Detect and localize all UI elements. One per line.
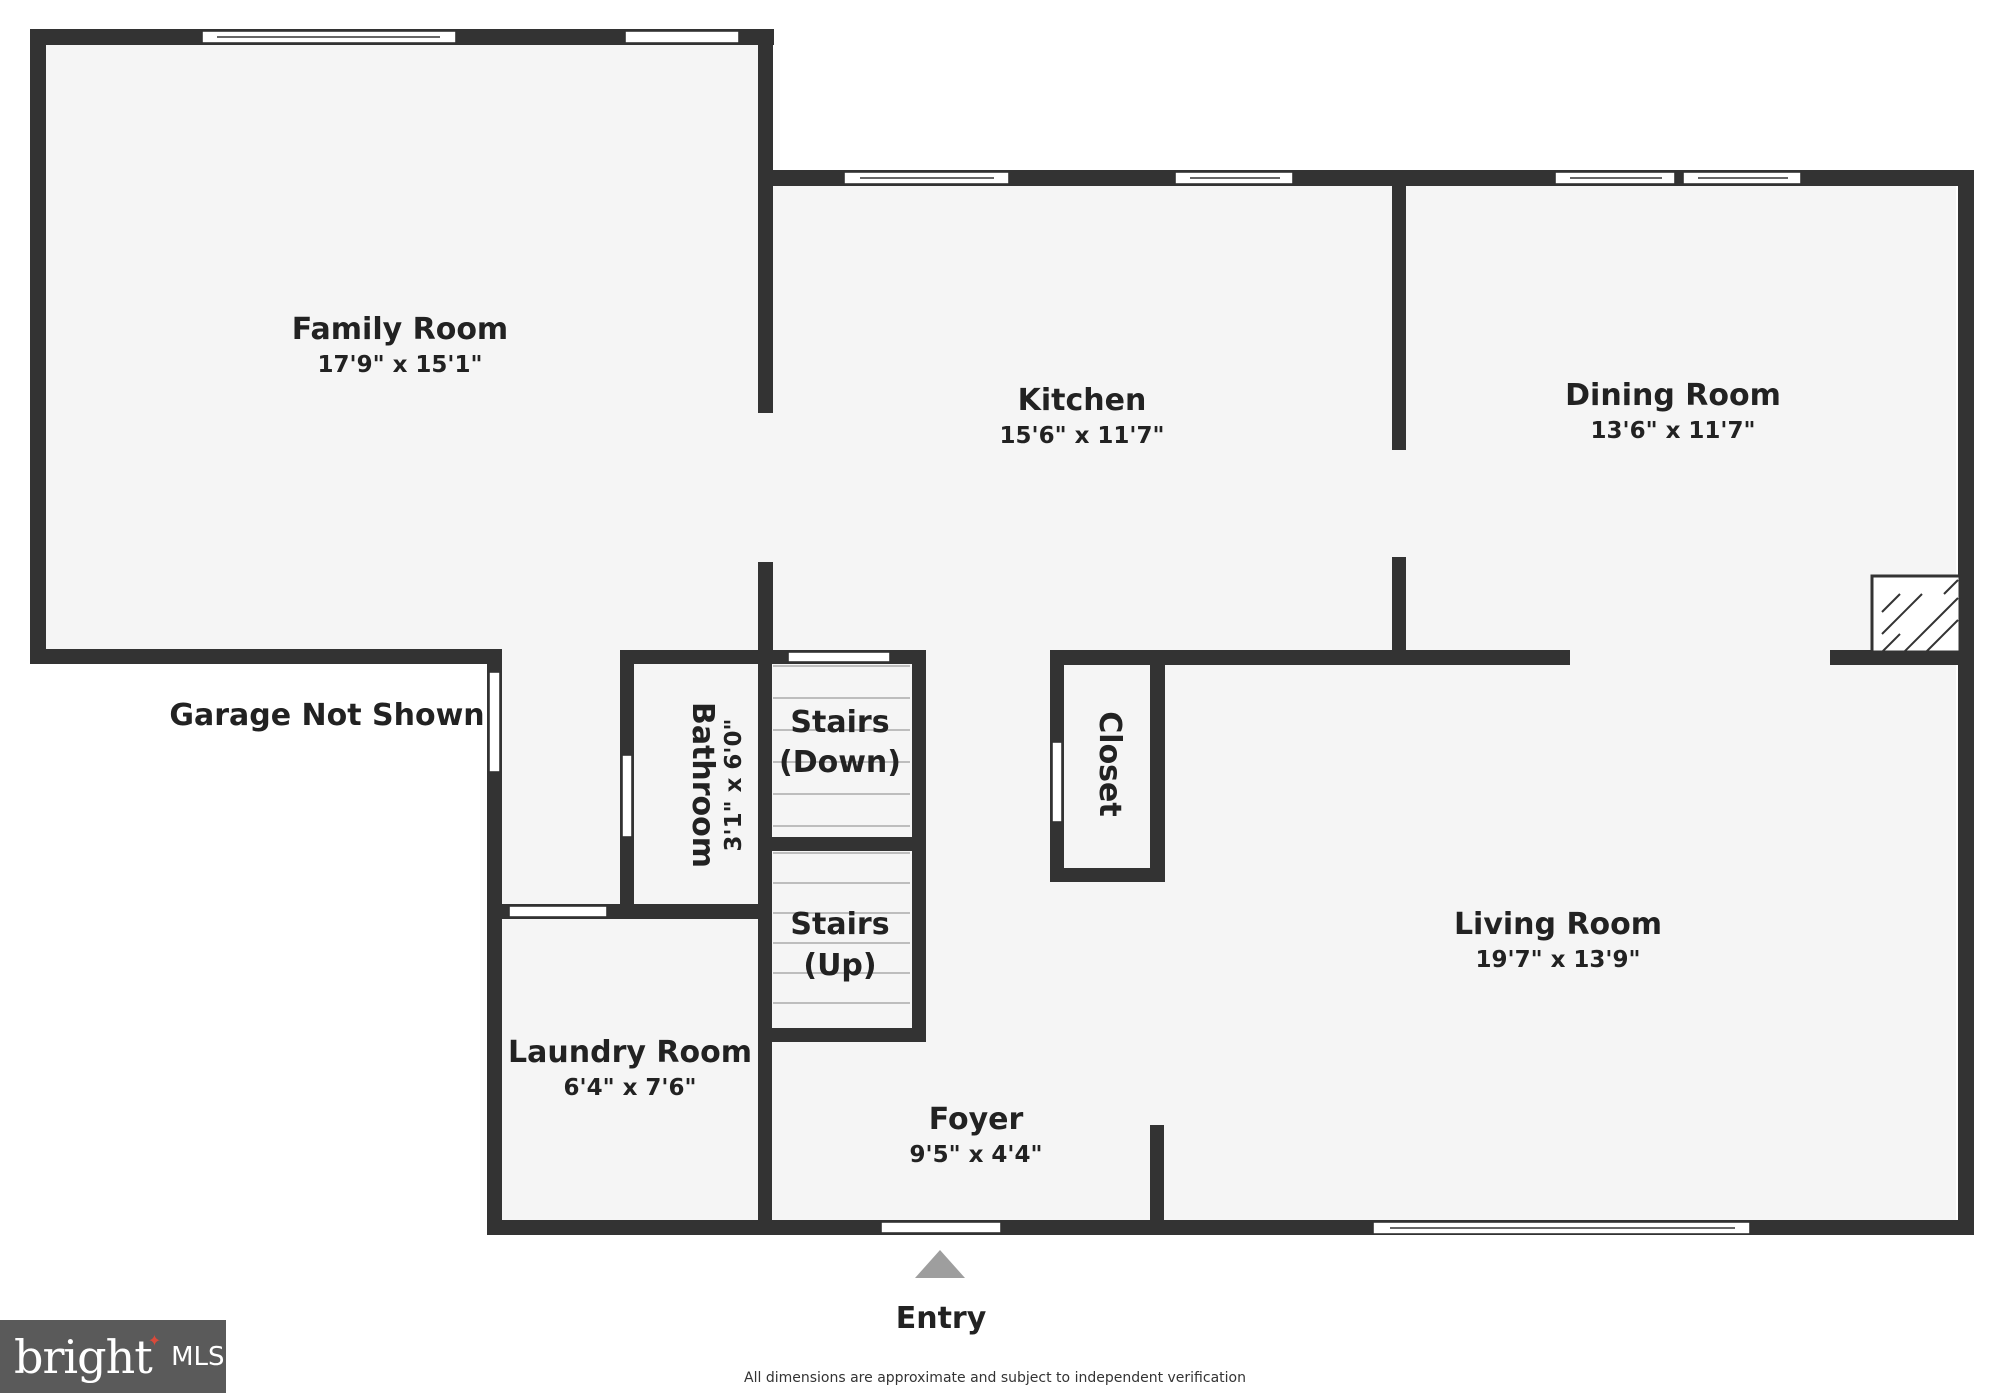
bathroom-label: Bathroom 3'1" x 6'0" — [685, 702, 747, 868]
windows — [201, 30, 1802, 1235]
family-room-name: Family Room — [292, 312, 508, 347]
disclaimer-text: All dimensions are approximate and subje… — [744, 1370, 1246, 1386]
stairs-down-treads — [773, 665, 910, 827]
dining-room-dims: 13'6" x 11'7" — [1591, 418, 1756, 444]
garage-note: Garage Not Shown — [169, 698, 484, 733]
logo-wordmark: bright — [14, 1329, 153, 1384]
floor-area — [38, 37, 1956, 1227]
foyer-name: Foyer — [929, 1102, 1024, 1137]
entry-label: Entry — [896, 1301, 987, 1336]
laundry-room-name: Laundry Room — [508, 1035, 752, 1070]
logo-spark-icon: ✦ — [147, 1331, 162, 1350]
family-room-dims: 17'9" x 15'1" — [318, 352, 483, 378]
chimney-hatch — [1881, 579, 1959, 653]
kitchen-dims: 15'6" x 11'7" — [1000, 423, 1165, 449]
living-room-name: Living Room — [1454, 907, 1662, 942]
stairs-up-direction: (Up) — [803, 948, 876, 983]
dining-room-name: Dining Room — [1565, 378, 1781, 413]
bathroom-dims: 3'1" x 6'0" — [721, 719, 747, 852]
bathroom-name: Bathroom — [685, 702, 720, 868]
closet-name: Closet — [1092, 711, 1127, 816]
stairs-up-name: Stairs — [790, 907, 889, 942]
kitchen-name: Kitchen — [1018, 383, 1147, 418]
living-room-dims: 19'7" x 13'9" — [1476, 947, 1641, 973]
bright-mls-logo: bright ✦ MLS — [0, 1320, 226, 1393]
laundry-room-dims: 6'4" x 7'6" — [564, 1075, 697, 1101]
entry-arrow-icon — [915, 1250, 965, 1278]
doors — [488, 651, 1063, 1234]
stairs-down-direction: (Down) — [779, 745, 901, 780]
foyer-dims: 9'5" x 4'4" — [910, 1142, 1043, 1168]
stairs-down-name: Stairs — [790, 705, 889, 740]
closet-label: Closet — [1092, 711, 1127, 816]
logo-suffix: MLS — [171, 1341, 225, 1372]
stairs-up-treads — [773, 852, 910, 1004]
